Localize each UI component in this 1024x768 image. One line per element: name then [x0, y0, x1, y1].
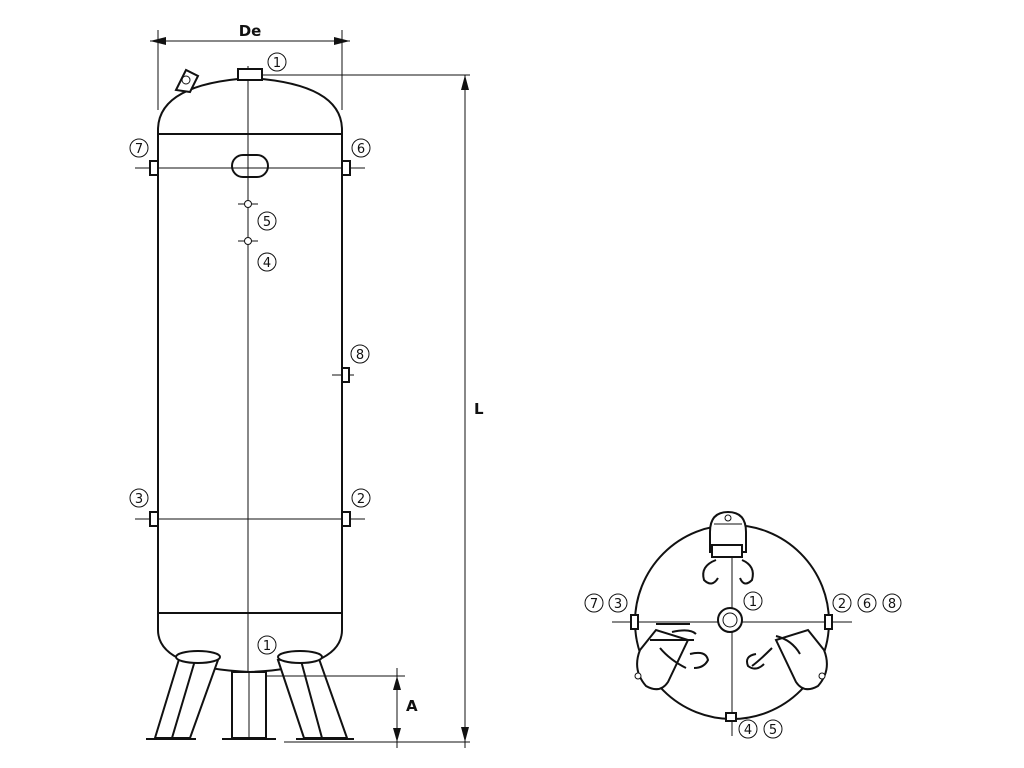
plan-nozzle-right [824, 614, 833, 630]
gauge-port-upper [244, 200, 252, 208]
height-dimension: A [266, 668, 470, 748]
nozzle-right-bottom [341, 511, 351, 527]
callout-plan-right-b: 6 [863, 597, 871, 612]
plan-leg-bottom-right [746, 628, 828, 691]
diameter-dimension: De [150, 22, 350, 110]
plan-nozzle-bottom [725, 712, 737, 722]
vessel-outline [157, 76, 343, 674]
callout-side-left-bottom: 3 [135, 492, 143, 507]
length-label: L [474, 400, 484, 418]
support-legs [146, 650, 354, 740]
diameter-label: De [239, 22, 262, 40]
callout-side-right-top: 6 [357, 142, 365, 157]
callout-gauge-lower: 4 [263, 256, 271, 271]
plan-nozzle-left [630, 614, 639, 630]
callout-plan-left-b: 3 [614, 597, 622, 612]
plan-center-outlet [717, 607, 743, 633]
callout-top-outlet: 1 [273, 56, 281, 71]
nozzle-left-bottom [149, 511, 159, 527]
callout-gauge-upper: 5 [263, 215, 271, 230]
callout-side-left-top: 7 [135, 142, 143, 157]
height-label: A [406, 697, 418, 715]
nozzle-left-top [149, 160, 159, 176]
callout-plan-center: 1 [749, 595, 757, 610]
callout-plan-right-c: 8 [888, 597, 896, 612]
top-outlet-nozzle [237, 68, 263, 81]
gauge-port-lower [244, 237, 252, 245]
length-dimension: L [461, 75, 484, 748]
manhole [231, 154, 269, 178]
callout-bottom-outlet: 1 [263, 639, 271, 654]
callout-plan-bottom-a: 4 [744, 723, 752, 738]
nozzle-mid [341, 367, 350, 383]
plan-leg-top [702, 510, 754, 585]
callout-plan-bottom-b: 5 [769, 723, 777, 738]
lifting-lug-icon [174, 68, 200, 94]
plan-leg-bottom-left [634, 623, 710, 691]
plan-view: 1 [584, 510, 902, 739]
callout-side-mid: 8 [356, 348, 364, 363]
callout-plan-right-a: 2 [838, 597, 846, 612]
callout-plan-left-a: 7 [590, 597, 598, 612]
side-view: De 1 7 6 5 4 [129, 22, 484, 748]
callout-side-right-bottom: 2 [357, 492, 365, 507]
nozzle-right-top [341, 160, 351, 176]
